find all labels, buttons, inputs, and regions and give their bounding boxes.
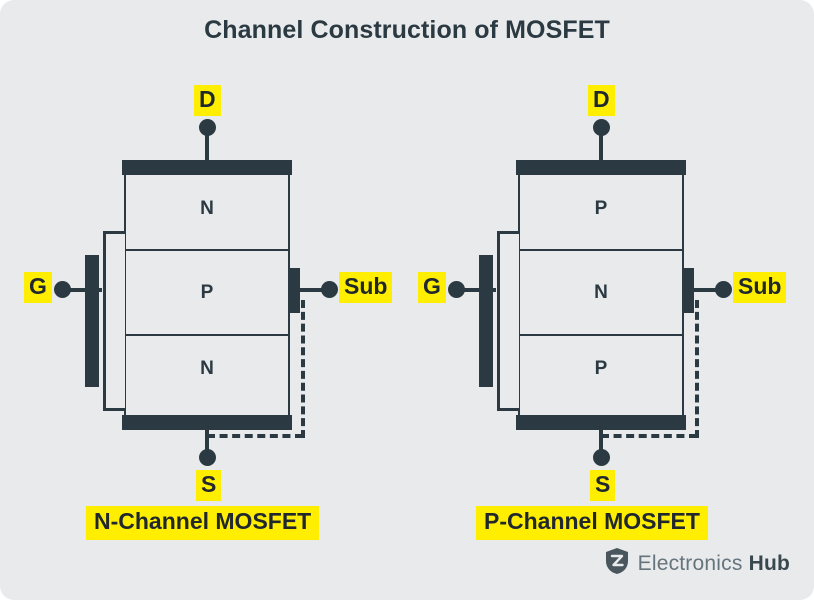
source-terminal-dot[interactable] — [593, 449, 610, 466]
substrate-lead — [297, 288, 329, 292]
layer-label-top: N — [200, 198, 214, 219]
watermark-text: Electronics Hub — [638, 552, 790, 576]
diagram-caption: N-Channel MOSFET — [86, 506, 320, 540]
source-terminal-label: S — [590, 470, 616, 501]
gate-lead — [456, 288, 496, 292]
gate-oxide-bracket — [497, 231, 519, 411]
mosfet-diagram-p-channel: P N P D G S Sub P-Channel MOSFET — [394, 0, 814, 560]
substrate-dashed-vertical — [301, 300, 305, 438]
source-lead — [599, 428, 603, 460]
diagram-caption: P-Channel MOSFET — [476, 506, 708, 540]
gate-terminal-label: G — [24, 272, 52, 303]
drain-terminal-dot[interactable] — [199, 119, 216, 136]
drain-terminal-dot[interactable] — [593, 119, 610, 136]
source-lead — [205, 428, 209, 460]
page-title: Channel Construction of MOSFET — [204, 16, 610, 44]
substrate-terminal-label: Sub — [733, 272, 787, 303]
layer-label-bottom: P — [594, 358, 608, 379]
drain-terminal-label: D — [194, 85, 221, 116]
substrate-terminal-dot[interactable] — [715, 281, 732, 298]
layer-label-top: P — [594, 198, 608, 219]
layer-label-middle: N — [594, 282, 608, 303]
substrate-dashed-horizontal — [601, 434, 697, 438]
drain-lead — [599, 127, 603, 165]
watermark-logo: Electronics Hub — [604, 547, 790, 580]
substrate-terminal-label: Sub — [339, 272, 393, 303]
gate-metal-plate — [479, 255, 493, 387]
watermark-name-light: Electronics — [637, 551, 743, 575]
layer-divider-lower — [124, 334, 290, 336]
drain-contact-bar — [516, 160, 686, 175]
gate-metal-plate — [85, 255, 99, 387]
substrate-terminal-dot[interactable] — [321, 281, 338, 298]
substrate-contact-plate — [288, 268, 300, 313]
source-contact-bar — [516, 415, 686, 430]
source-contact-bar — [122, 415, 292, 430]
drain-terminal-label: D — [588, 85, 615, 116]
layer-label-bottom: N — [200, 358, 214, 379]
mosfet-diagram-n-channel: N P N D G S Sub N-Channel MOSFET — [0, 0, 420, 560]
layer-divider-upper — [518, 249, 684, 251]
drain-contact-bar — [122, 160, 292, 175]
drain-lead — [205, 127, 209, 165]
gate-oxide-bracket — [103, 231, 125, 411]
source-terminal-dot[interactable] — [199, 449, 216, 466]
substrate-dashed-horizontal — [207, 434, 303, 438]
layer-divider-upper — [124, 249, 290, 251]
substrate-lead — [691, 288, 723, 292]
gate-terminal-dot[interactable] — [448, 281, 465, 298]
substrate-contact-plate — [682, 268, 694, 313]
watermark-name-bold: Hub — [748, 551, 790, 575]
shield-icon — [604, 547, 630, 580]
gate-terminal-label: G — [418, 272, 446, 303]
gate-terminal-dot[interactable] — [54, 281, 71, 298]
layer-divider-lower — [518, 334, 684, 336]
mosfet-body — [124, 160, 290, 430]
source-terminal-label: S — [196, 470, 222, 501]
layer-label-middle: P — [200, 282, 214, 303]
gate-lead — [62, 288, 102, 292]
substrate-dashed-vertical — [695, 300, 699, 438]
